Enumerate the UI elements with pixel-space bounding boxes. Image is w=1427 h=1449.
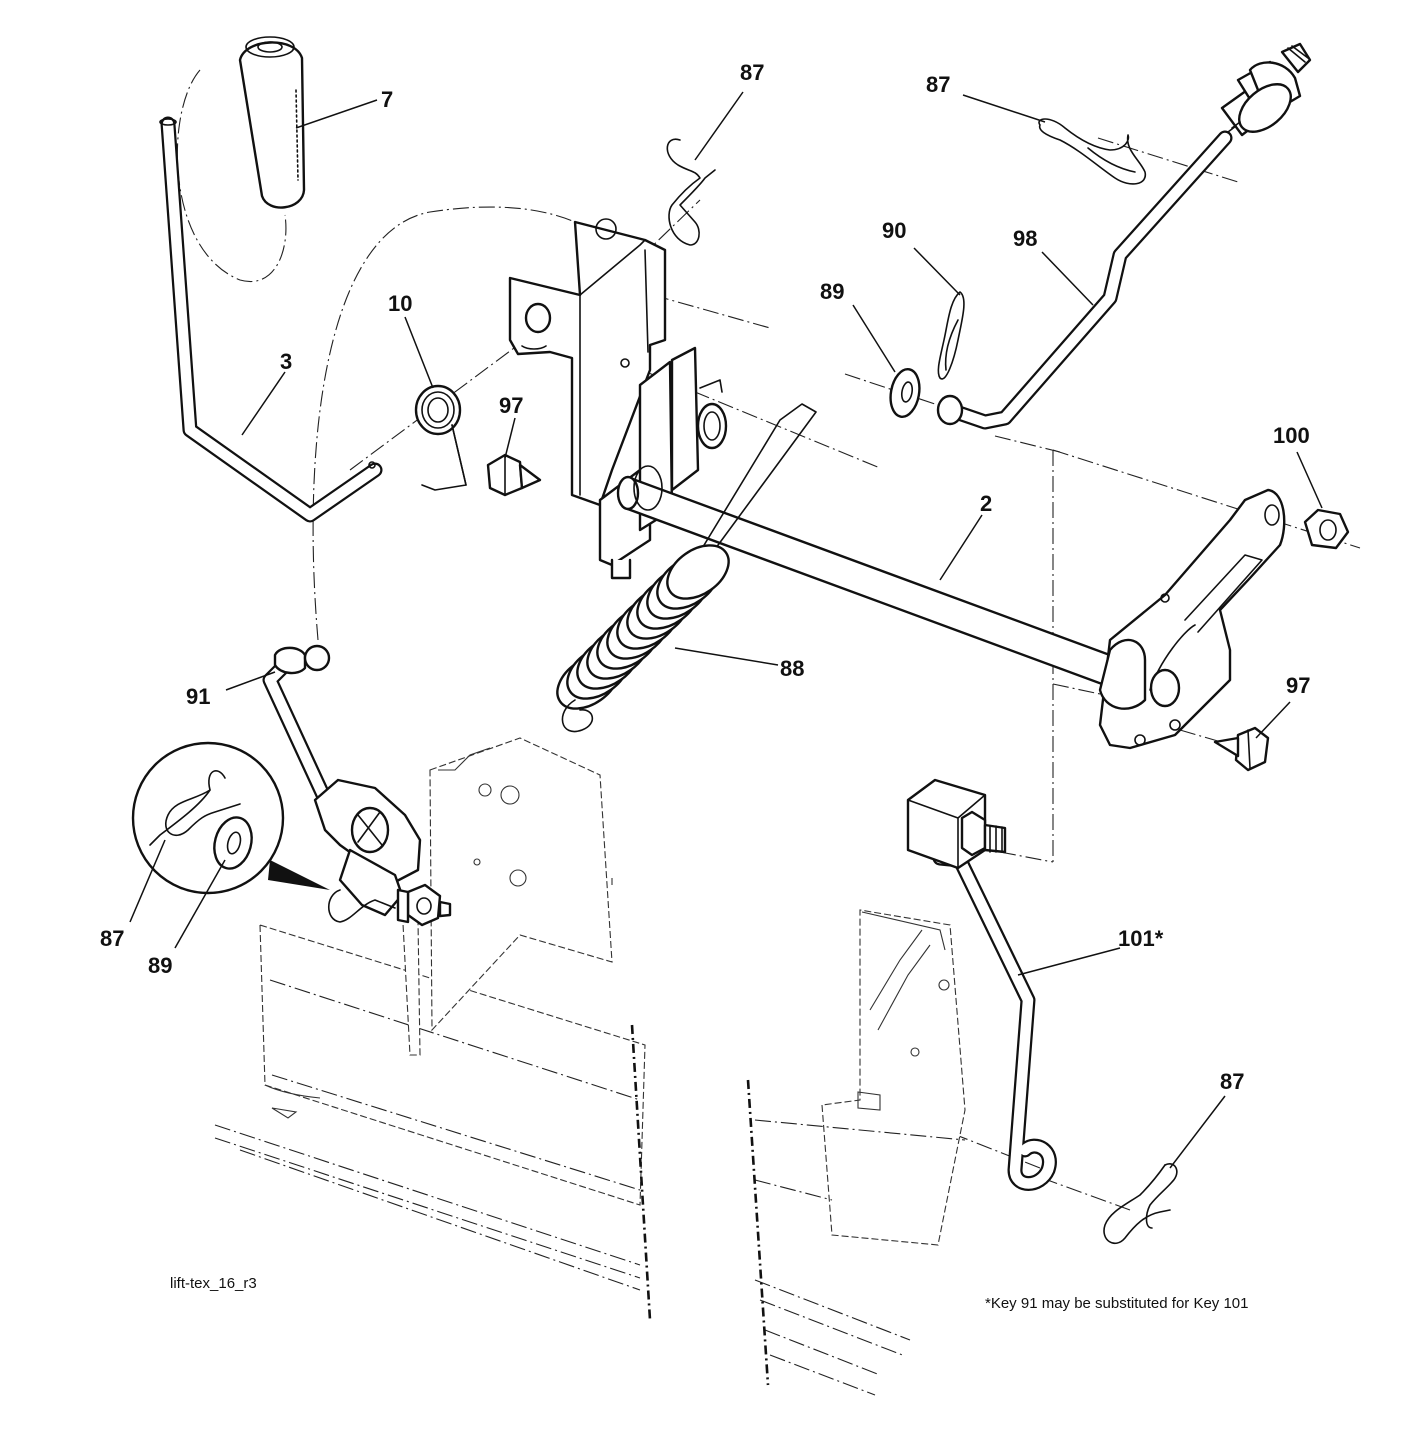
callout-87-top: 87: [740, 60, 764, 85]
footnote: *Key 91 may be substituted for Key 101: [985, 1295, 1249, 1312]
hair-pin-clip-87-right: [1038, 118, 1146, 185]
callout-98: 98: [1013, 226, 1037, 251]
adjuster-rod-part-98: [936, 42, 1312, 430]
drawing-id: lift-tex_16_r3: [170, 1275, 257, 1292]
callout-100: 100: [1273, 423, 1310, 448]
callout-89-inset: 89: [148, 953, 172, 978]
bolt-part-97-right: [1213, 726, 1270, 772]
callout-87-bottom: 87: [1220, 1069, 1244, 1094]
callout-101: 101*: [1118, 926, 1164, 951]
right-deck-ghost: [746, 909, 966, 1396]
callout-89-upper: 89: [820, 279, 844, 304]
callout-88: 88: [780, 656, 804, 681]
callout-87-right: 87: [926, 72, 950, 97]
bolt-part-97-upper: [486, 453, 542, 497]
callout-10: 10: [388, 291, 412, 316]
right-pivot-arm: [1098, 488, 1286, 750]
hair-pin-clip-87-bottom: [1103, 1163, 1178, 1244]
clip-part-90: [937, 291, 965, 380]
nut-part-100: [1303, 508, 1350, 550]
callout-90: 90: [882, 218, 906, 243]
callout-97-right: 97: [1286, 673, 1310, 698]
extension-spring-part-88: [556, 403, 817, 733]
washer-part-89: [889, 368, 921, 418]
callout-91: 91: [186, 684, 210, 709]
lift-bracket: [508, 218, 728, 580]
callout-97-upper: 97: [499, 393, 523, 418]
lift-link-part-101: [906, 778, 1057, 1191]
callout-2: 2: [980, 491, 992, 516]
leader-lines: [129, 91, 1323, 1169]
hair-pin-clip-87-top: [666, 138, 716, 246]
callout-87-inset: 87: [100, 926, 124, 951]
lift-link-part-91: [262, 644, 452, 927]
lift-handle-part-3: [159, 116, 383, 523]
callout-labels: 7 87 87 90 98 89 10 3 97 2 100 88 91 97 …: [100, 60, 1310, 1094]
handle-grip-part-7: [238, 36, 306, 209]
left-deck-ghost: [214, 737, 652, 1321]
detail-inset: [131, 741, 330, 895]
callout-3: 3: [280, 349, 292, 374]
torsion-spring-part-10: [414, 384, 467, 491]
callout-7: 7: [381, 87, 393, 112]
